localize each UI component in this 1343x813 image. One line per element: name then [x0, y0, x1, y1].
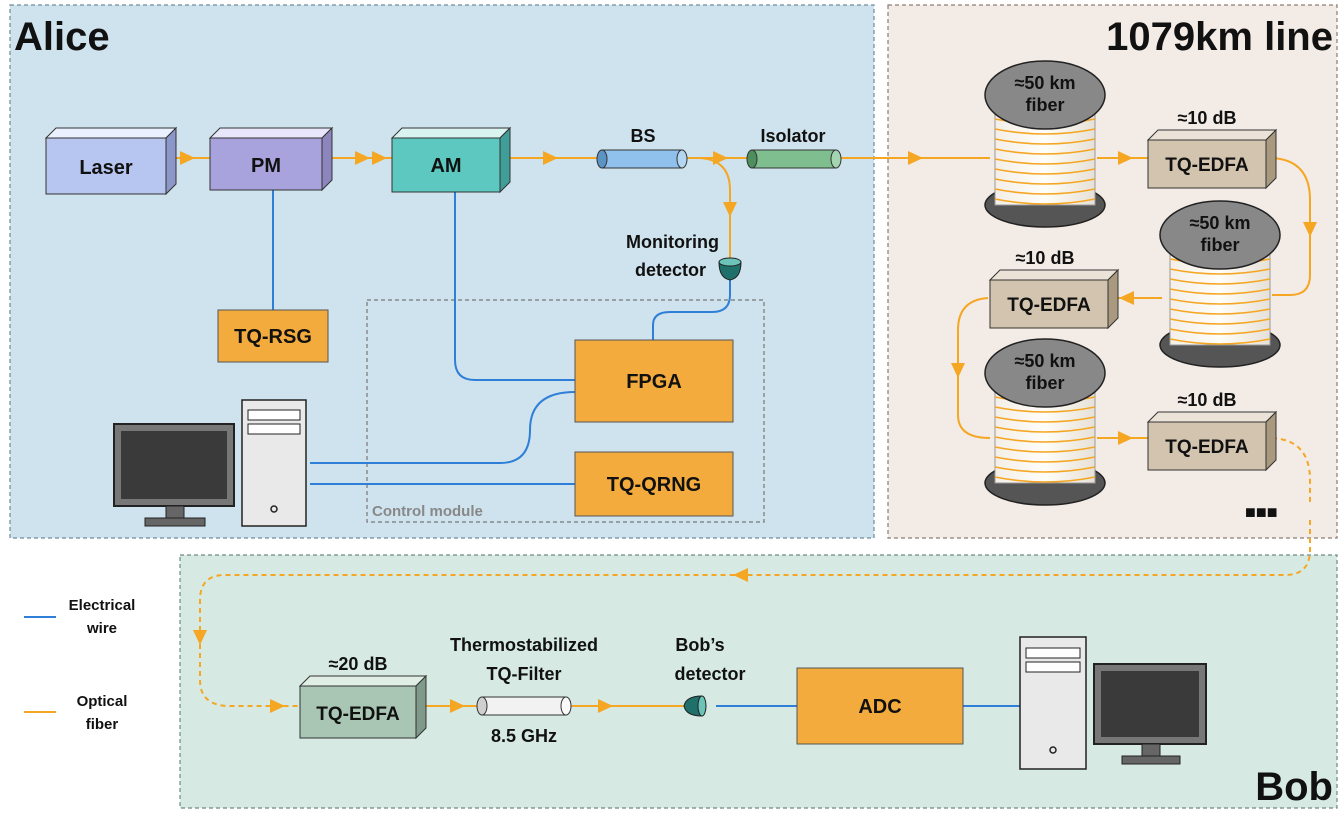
isolator-component: Isolator — [746, 126, 842, 169]
edfa-line-3-label: TQ-EDFA — [1165, 437, 1249, 458]
isolator-label: Isolator — [760, 126, 825, 146]
monitoring-detector: Monitoring detector — [626, 232, 742, 281]
edfa-bob-gain: ≈20 dB — [329, 654, 388, 674]
fpga-label: FPGA — [626, 371, 682, 393]
legend-electrical-1: Electrical — [69, 597, 136, 614]
tq-rsg-box: TQ-RSG — [217, 309, 329, 363]
alice-title: Alice — [14, 15, 110, 59]
legend-electrical-2: wire — [86, 620, 117, 637]
filter-bandwidth: 8.5 GHz — [491, 726, 557, 746]
pm-label: PM — [251, 155, 281, 177]
edfa-line-2: TQ-EDFA ≈10 dB — [988, 248, 1120, 330]
bob-detector-label-1: Bob’s — [675, 635, 724, 655]
legend-optical-1: Optical — [77, 693, 128, 710]
control-module-label: Control module — [372, 503, 483, 520]
electrical-wires — [272, 189, 1020, 707]
tq-qrng-box: TQ-QRNG — [574, 451, 734, 517]
pm-box: PM — [208, 126, 334, 192]
fpga-box: FPGA — [574, 339, 734, 423]
edfa-line-1-label: TQ-EDFA — [1165, 155, 1249, 176]
fiber-spool-3: ≈50 km fiber — [984, 338, 1106, 506]
legend-optical-2: fiber — [86, 716, 119, 733]
fiber-spool-2: ≈50 km fiber — [1159, 200, 1281, 368]
control-module-box — [366, 299, 765, 523]
filter-label-2: TQ-Filter — [487, 664, 562, 684]
am-box: AM — [390, 126, 512, 194]
spool-3-label-1: ≈50 km — [1015, 351, 1076, 371]
bs-component: BS — [596, 126, 688, 169]
spool-2-label-1: ≈50 km — [1190, 213, 1251, 233]
spool-1-label-1: ≈50 km — [1015, 73, 1076, 93]
bob-title: Bob — [1255, 765, 1333, 809]
tq-qrng-label: TQ-QRNG — [607, 474, 701, 496]
spool-1-label-2: fiber — [1025, 95, 1064, 115]
optical-arrows — [180, 151, 1317, 713]
monitoring-label-2: detector — [635, 260, 706, 280]
edfa-line-1-gain: ≈10 dB — [1178, 108, 1237, 128]
edfa-bob: TQ-EDFA ≈20 dB — [298, 654, 428, 740]
edfa-bob-label: TQ-EDFA — [316, 704, 400, 725]
am-label: AM — [430, 155, 461, 177]
spool-3-label-2: fiber — [1025, 373, 1064, 393]
adc-box: ADC — [796, 667, 964, 745]
legend: Electrical wire Optical fiber — [24, 597, 135, 733]
bs-label: BS — [630, 126, 655, 146]
edfa-line-3-gain: ≈10 dB — [1178, 390, 1237, 410]
bob-detector: Bob’s detector — [674, 635, 746, 717]
bob-computer-icon — [1019, 636, 1207, 770]
line-title: 1079km line — [1106, 15, 1333, 59]
edfa-line-2-label: TQ-EDFA — [1007, 295, 1091, 316]
laser-label: Laser — [79, 157, 133, 179]
laser-box: Laser — [44, 126, 178, 196]
monitoring-label-1: Monitoring — [626, 232, 719, 252]
tq-rsg-label: TQ-RSG — [234, 326, 312, 348]
filter-label-1: Thermostabilized — [450, 635, 598, 655]
tq-filter: Thermostabilized TQ-Filter 8.5 GHz — [450, 635, 598, 746]
edfa-line-3: TQ-EDFA ≈10 dB — [1146, 390, 1278, 472]
fiber-spool-1: ≈50 km fiber — [984, 60, 1106, 228]
spool-2-label-2: fiber — [1200, 235, 1239, 255]
edfa-line-2-gain: ≈10 dB — [1016, 248, 1075, 268]
alice-computer-icon — [113, 399, 307, 527]
adc-label: ADC — [858, 696, 901, 718]
edfa-line-1: TQ-EDFA ≈10 dB — [1146, 108, 1278, 190]
bob-detector-label-2: detector — [674, 664, 745, 684]
ellipsis-squares: ■■■ — [1245, 502, 1278, 522]
